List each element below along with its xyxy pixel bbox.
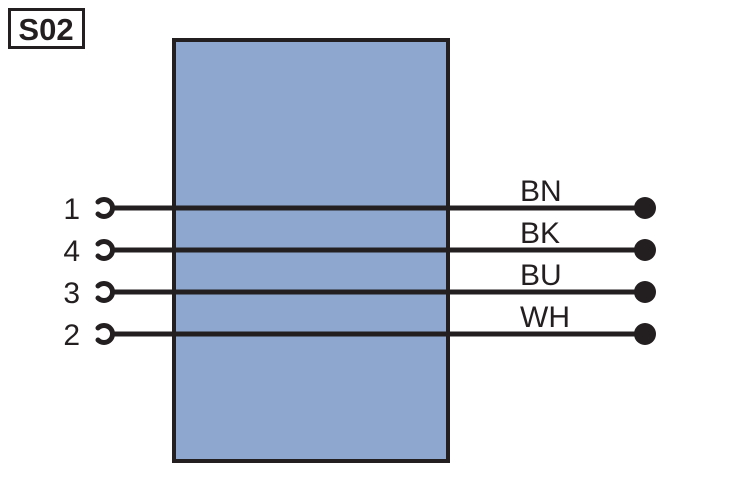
wire-color-label: WH xyxy=(520,301,570,334)
pin-number: 4 xyxy=(63,235,80,268)
component-label-border xyxy=(8,8,85,49)
connector-socket-icon xyxy=(95,281,115,303)
wire-color-label: BU xyxy=(520,259,562,292)
connector-socket-icon xyxy=(95,197,115,219)
terminal-dot xyxy=(634,239,656,261)
pin-number: 3 xyxy=(63,277,80,310)
connector-socket-icon xyxy=(95,323,115,345)
pin-number: 2 xyxy=(63,319,80,352)
wire-row: 1 BN xyxy=(63,175,656,226)
wire-color-label: BK xyxy=(520,217,560,250)
terminal-dot xyxy=(634,323,656,345)
component-label: S02 xyxy=(18,12,73,47)
connector-socket-icon xyxy=(95,239,115,261)
terminal-dot xyxy=(634,281,656,303)
wire-row: 2 WH xyxy=(63,301,656,352)
pin-number: 1 xyxy=(63,193,80,226)
wire-color-label: BN xyxy=(520,175,562,208)
wire-row: 3 BU xyxy=(63,259,656,310)
wire-row: 4 BK xyxy=(63,217,656,268)
component-label-box: S02 xyxy=(8,8,85,49)
terminal-dot xyxy=(634,197,656,219)
